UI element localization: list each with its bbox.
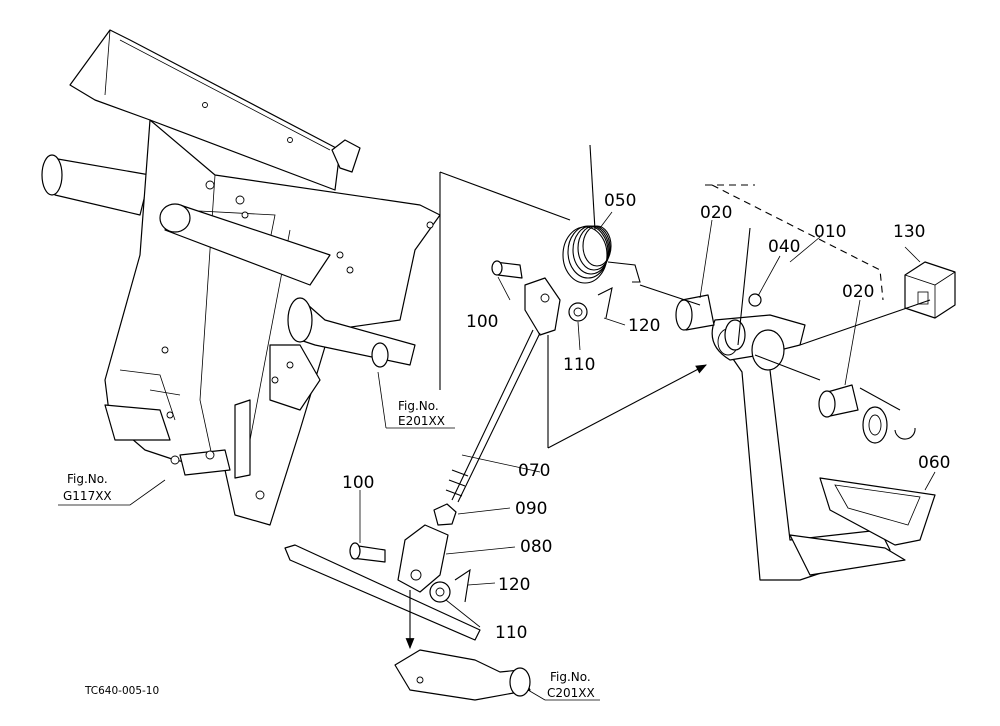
leader-lines	[58, 171, 936, 701]
label-040: 040	[768, 237, 800, 257]
label-090: 090	[515, 499, 547, 519]
label-110-upper: 110	[563, 355, 595, 375]
label-110-lower: 110	[495, 623, 527, 643]
fig-ref-g117-code: G117XX	[63, 489, 112, 503]
label-060: 060	[918, 453, 950, 473]
label-010: 010	[814, 222, 846, 242]
label-100-upper: 100	[466, 312, 498, 332]
fig-ref-e201-code: E201XX	[398, 414, 445, 428]
lower-lever	[284, 544, 531, 701]
label-080: 080	[520, 537, 552, 557]
return-spring	[562, 144, 641, 284]
label-050: 050	[604, 191, 636, 211]
part-labels: 010 020 020 040 050 060 070 080 090 100 …	[342, 191, 950, 643]
drawing-code: TC640-005-10	[84, 685, 159, 697]
figure-references: Fig.No. E201XX Fig.No. G117XX Fig.No. C2…	[63, 399, 595, 700]
label-070: 070	[518, 461, 550, 481]
fig-ref-g117-prefix: Fig.No.	[67, 472, 108, 486]
fig-ref-e201-prefix: Fig.No.	[398, 399, 439, 413]
label-100-lower: 100	[342, 473, 374, 493]
fig-ref-c201-prefix: Fig.No.	[550, 670, 591, 684]
label-120-upper: 120	[628, 316, 660, 336]
label-020-upper: 020	[700, 203, 732, 223]
frame-assembly	[41, 29, 441, 526]
clutch-rod-assembly	[349, 260, 613, 603]
clutch-pedal-arm	[675, 261, 956, 581]
label-130: 130	[893, 222, 925, 242]
label-020-lower: 020	[842, 282, 874, 302]
label-120-lower: 120	[498, 575, 530, 595]
fig-ref-c201-code: C201XX	[547, 686, 595, 700]
